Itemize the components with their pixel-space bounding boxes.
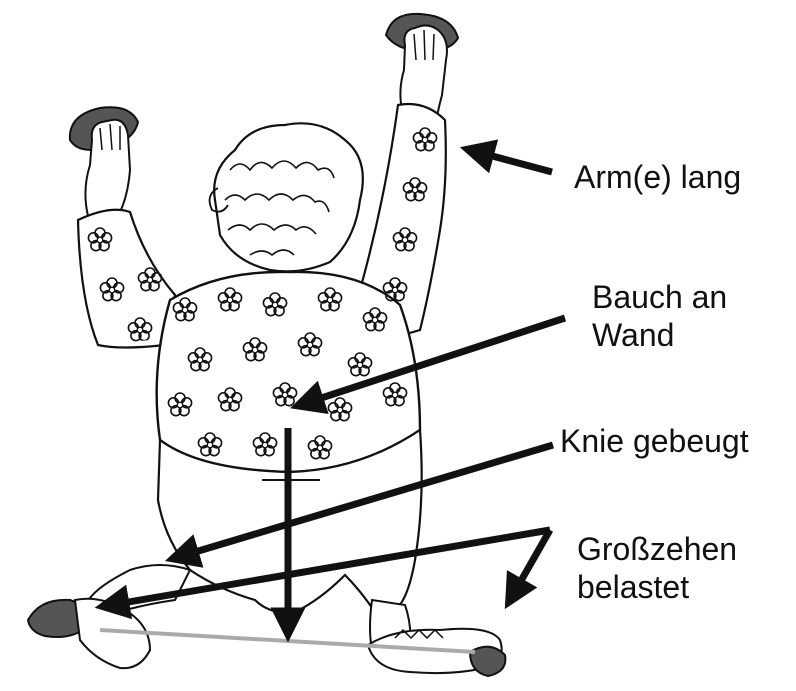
- arrow-arm: [470, 150, 552, 172]
- label-arm: Arm(e) lang: [574, 158, 741, 196]
- head-hair: [210, 123, 363, 271]
- label-bauch-line2: Wand: [592, 316, 674, 354]
- foot-hold-right: [470, 647, 505, 676]
- label-zehen-line2: belastet: [577, 568, 689, 606]
- label-knie: Knie gebeugt: [560, 422, 749, 460]
- label-zehen-line1: Großzehen: [577, 530, 737, 568]
- label-bauch-line1: Bauch an: [592, 278, 727, 316]
- arrow-zehen-right: [510, 530, 550, 600]
